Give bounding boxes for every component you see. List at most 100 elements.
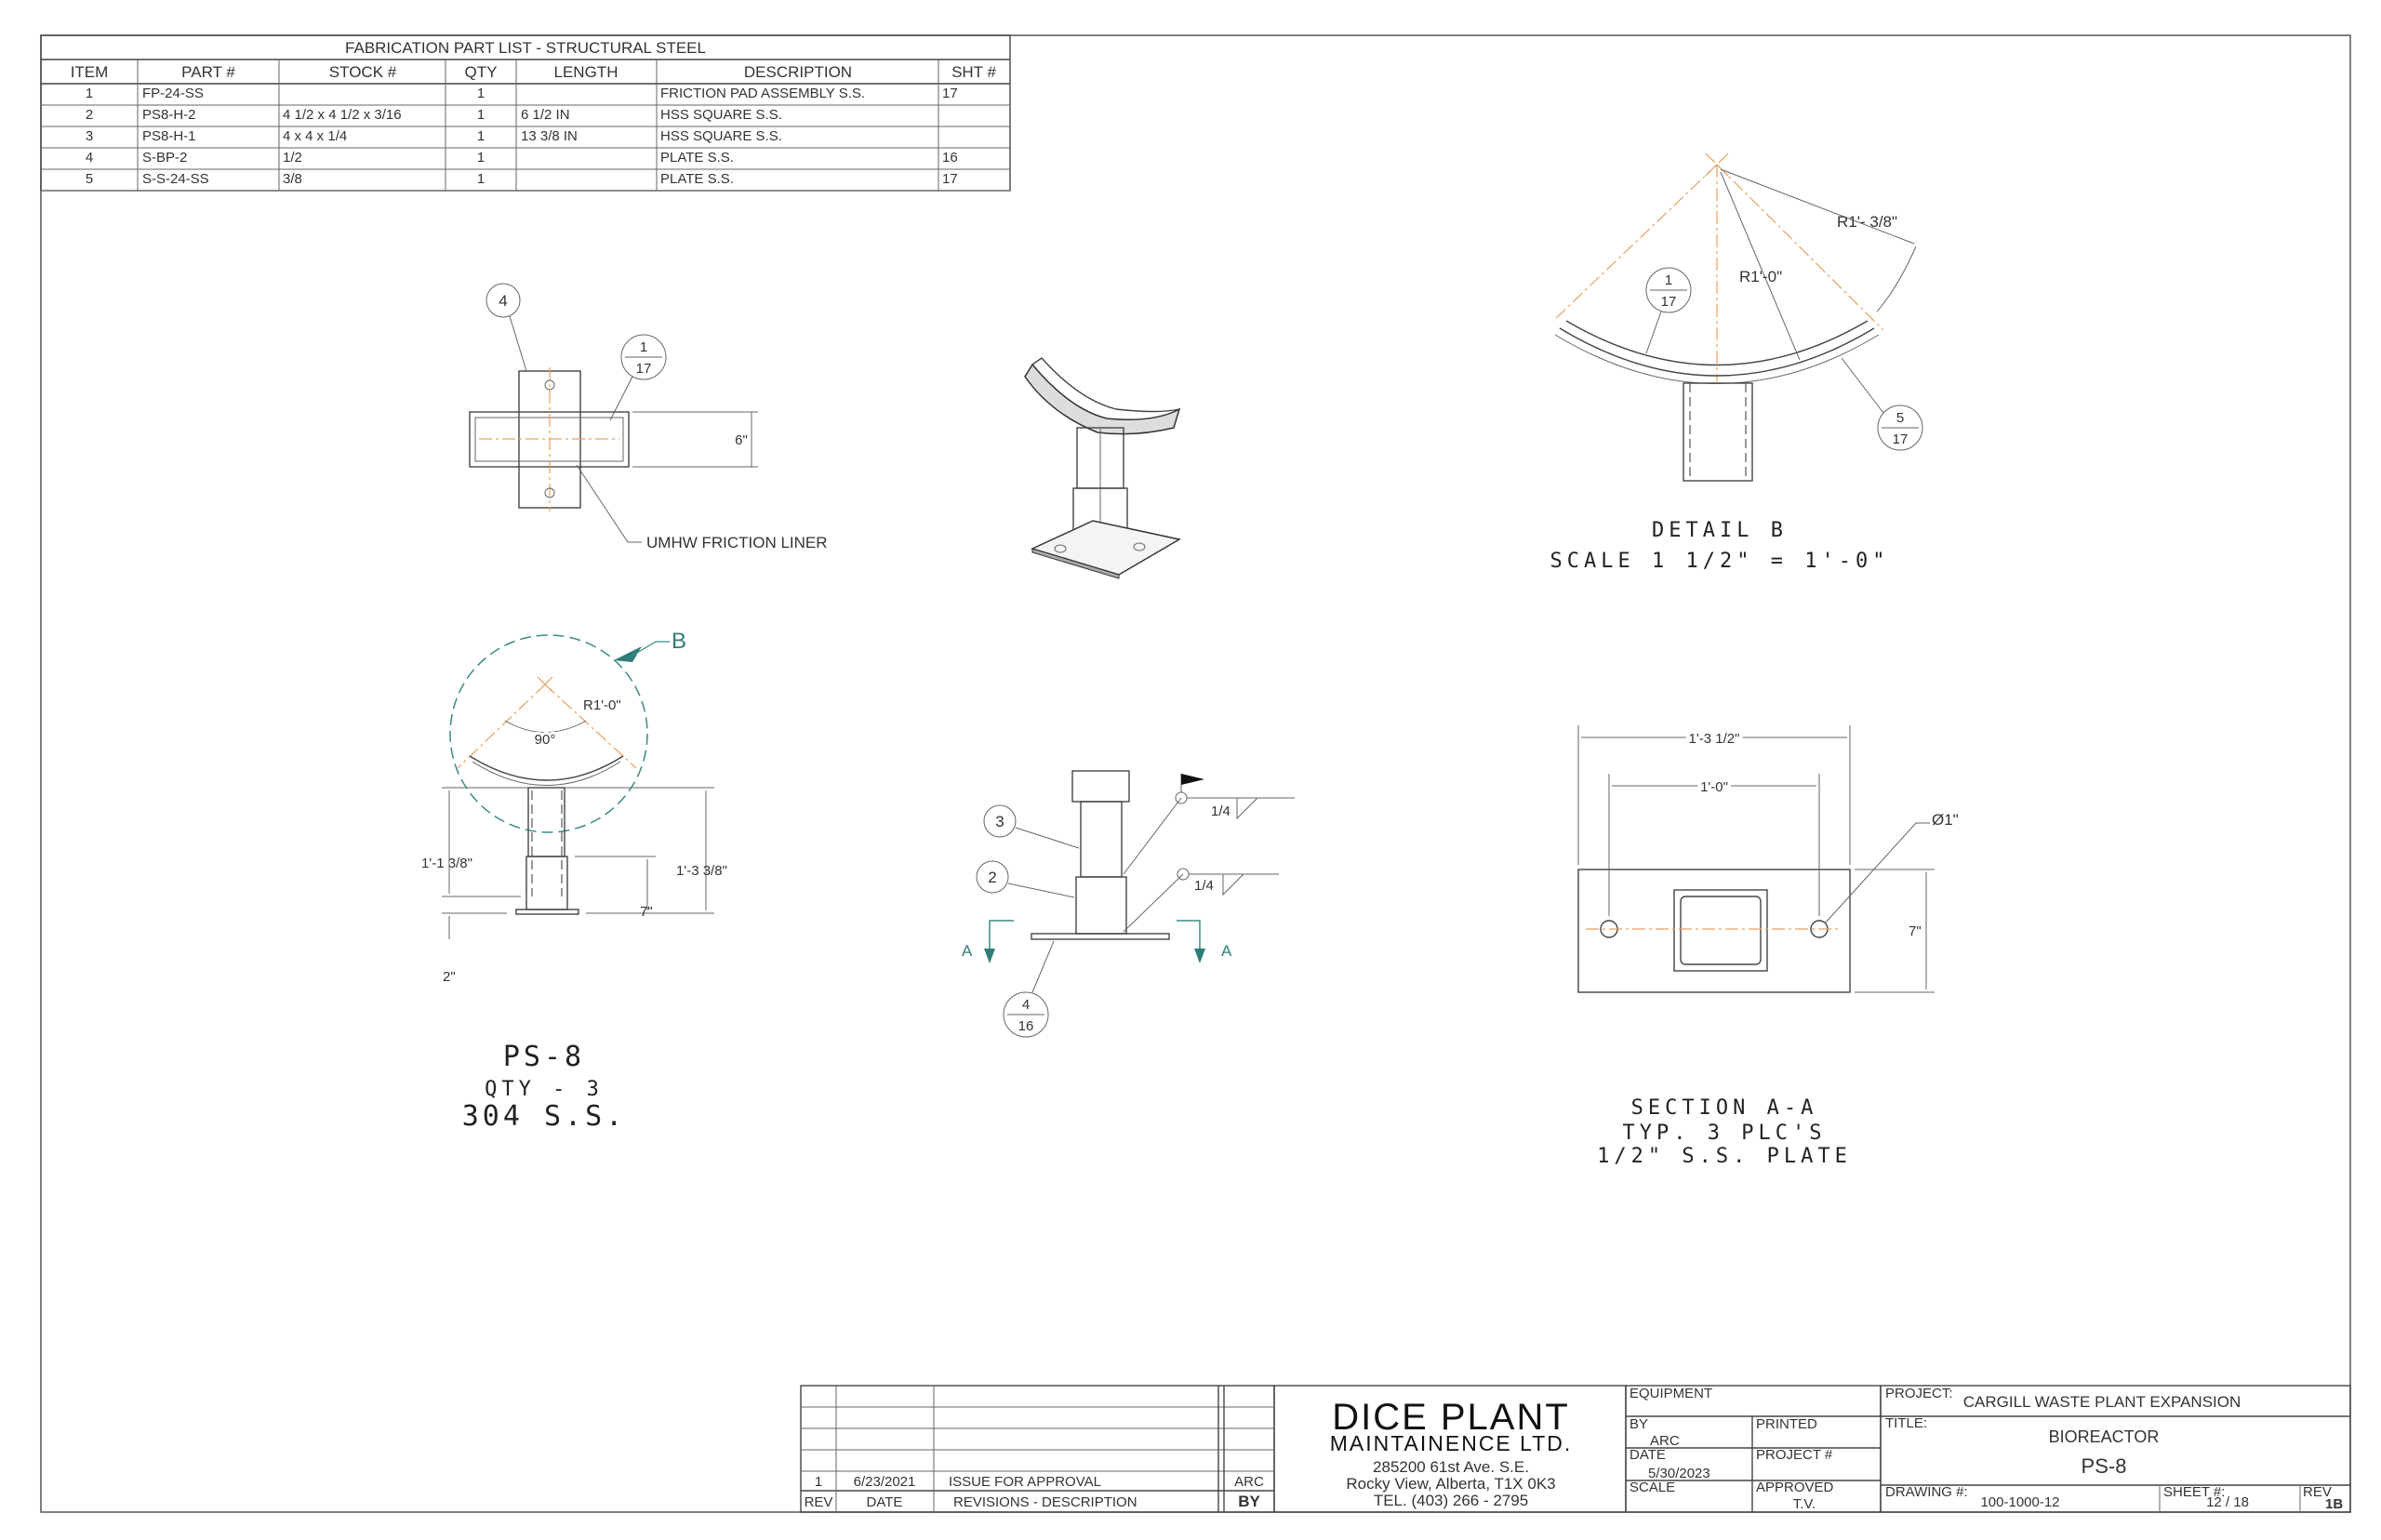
svg-text:1'-3 1/2": 1'-3 1/2" [1689, 731, 1740, 747]
table-cell: FP-24-SS [142, 86, 204, 101]
svg-text:SHEET #:: SHEET #: [2163, 1484, 2225, 1500]
table-cell: 13 3/8 IN [521, 128, 578, 144]
table-cell: HSS SQUARE S.S. [660, 107, 782, 123]
section-aa-view: 1'-3 1/2" 1'-0" Ø1" 7" SECTION A-A TYP. … [1577, 725, 1959, 1168]
company-block: DICE PLANT MAINTAINENCE LTD. 285200 61st… [1273, 1385, 1627, 1513]
svg-text:6/23/2021: 6/23/2021 [854, 1474, 916, 1490]
svg-text:5/30/2023: 5/30/2023 [1648, 1466, 1710, 1481]
table-cell: 4 1/2 x 4 1/2 x 3/16 [283, 107, 402, 123]
svg-text:DATE: DATE [867, 1494, 903, 1510]
table-cell: 4 [86, 150, 93, 166]
svg-text:1B: 1B [2325, 1496, 2343, 1512]
svg-text:17: 17 [1661, 294, 1677, 310]
svg-text:1'-3 3/8": 1'-3 3/8" [676, 863, 727, 879]
table-cell: 5 [86, 171, 93, 187]
svg-text:1: 1 [640, 339, 647, 355]
svg-text:100-1000-12: 100-1000-12 [1980, 1494, 2059, 1510]
svg-text:PROJECT:: PROJECT: [1885, 1386, 1953, 1401]
part-material: 304 S.S. [462, 1100, 627, 1133]
table-cell: 1 [86, 86, 93, 101]
table-cell: 1 [477, 150, 485, 166]
table-cell: 1 [477, 128, 485, 144]
drawing-title: BIOREACTOR [2049, 1427, 2160, 1446]
table-cell: PS8-H-1 [142, 128, 196, 144]
svg-text:SCALE: SCALE [1629, 1480, 1675, 1495]
svg-text:DRAWING #:: DRAWING #: [1885, 1484, 1968, 1500]
svg-text:285200 61st Ave. S.E.: 285200 61st Ave. S.E. [1373, 1458, 1529, 1476]
table-header: LENGTH [554, 63, 619, 81]
svg-text:TEL. (403) 266 - 2795: TEL. (403) 266 - 2795 [1374, 1492, 1528, 1509]
svg-text:ARC: ARC [1234, 1474, 1264, 1490]
svg-text:1/4: 1/4 [1211, 803, 1230, 819]
table-cell: PLATE S.S. [660, 150, 734, 166]
table-cell: 1 [477, 171, 485, 187]
svg-text:R1'-0": R1'-0" [583, 697, 621, 713]
svg-text:A: A [962, 942, 973, 960]
svg-text:R1'-0": R1'-0" [1739, 268, 1782, 285]
svg-text:1: 1 [815, 1474, 822, 1490]
table-cell: 17 [942, 86, 958, 101]
svg-text:Ø1": Ø1" [1932, 811, 1959, 829]
svg-text:BY: BY [1238, 1493, 1260, 1510]
svg-text:A: A [1221, 942, 1232, 960]
part-title: PS-8 [503, 1041, 585, 1073]
isometric-view [1024, 357, 1182, 579]
svg-text:5: 5 [1896, 410, 1904, 426]
svg-text:Rocky View, Alberta, T1X 0K3: Rocky View, Alberta, T1X 0K3 [1346, 1475, 1555, 1493]
parts-list-table: FABRICATION PART LIST - STRUCTURAL STEEL… [40, 34, 1011, 192]
svg-text:EQUIPMENT: EQUIPMENT [1629, 1386, 1712, 1401]
elevation-view: B R1'-0" 90° 1'-1 3/8" 1'-3 3/8" 7" 2" P… [421, 629, 727, 1133]
svg-text:3: 3 [995, 813, 1004, 830]
svg-text:17: 17 [636, 361, 652, 377]
svg-text:TYP. 3 PLC'S: TYP. 3 PLC'S [1623, 1122, 1827, 1145]
svg-text:1/2" S.S. PLATE: 1/2" S.S. PLATE [1597, 1145, 1852, 1168]
svg-text:1/4: 1/4 [1194, 878, 1214, 894]
table-cell: PLATE S.S. [660, 171, 734, 187]
table-cell: 3/8 [283, 171, 302, 187]
project-block: PROJECT: CARGILL WASTE PLANT EXPANSION T… [1880, 1385, 2351, 1513]
svg-text:PRINTED: PRINTED [1756, 1416, 1817, 1432]
table-header: PART # [181, 63, 235, 81]
svg-text:12 / 18: 12 / 18 [2206, 1494, 2249, 1510]
table-cell: S-S-24-SS [142, 171, 209, 187]
svg-text:REV: REV [2303, 1484, 2332, 1500]
svg-text:1: 1 [1665, 272, 1672, 288]
parts-list-title: FABRICATION PART LIST - STRUCTURAL STEEL [345, 39, 706, 57]
svg-text:REVISIONS - DESCRIPTION: REVISIONS - DESCRIPTION [953, 1494, 1137, 1510]
svg-text:PROJECT #: PROJECT # [1756, 1447, 1833, 1463]
svg-text:4: 4 [1022, 997, 1030, 1013]
table-header: ITEM [71, 63, 109, 81]
svg-text:90°: 90° [535, 732, 556, 748]
table-header: STOCK # [329, 63, 397, 81]
revision-table: 1 6/23/2021 ISSUE FOR APPROVAL ARC REV D… [800, 1385, 1275, 1513]
svg-text:16: 16 [1018, 1018, 1034, 1034]
table-cell: PS8-H-2 [142, 107, 196, 123]
table-header: SHT # [951, 63, 996, 81]
svg-text:TITLE:: TITLE: [1885, 1415, 1927, 1431]
svg-text:1'-0": 1'-0" [1700, 779, 1728, 795]
svg-text:PS-8: PS-8 [2082, 1454, 2127, 1478]
weld-view: 3 2 4 16 1/4 1/4 A A [962, 770, 1295, 1038]
detail-bubble [620, 334, 667, 380]
info-block: EQUIPMENT BY ARC PRINTED DATE 5/30/2023 … [1625, 1385, 1882, 1513]
svg-text:REV: REV [805, 1494, 833, 1510]
svg-text:2": 2" [443, 969, 456, 985]
section-title: SECTION A-A [1631, 1096, 1818, 1120]
detail-b-scale: SCALE 1 1/2" = 1'-0" [1550, 550, 1890, 573]
table-cell: 1 [477, 107, 485, 123]
table-cell: FRICTION PAD ASSEMBLY S.S. [660, 86, 865, 101]
project-name: CARGILL WASTE PLANT EXPANSION [1963, 1393, 2241, 1411]
svg-text:7": 7" [1909, 923, 1922, 939]
svg-text:DATE: DATE [1629, 1447, 1666, 1463]
svg-text:MAINTAINENCE LTD.: MAINTAINENCE LTD. [1330, 1431, 1573, 1455]
svg-text:R1'- 3/8": R1'- 3/8" [1837, 213, 1897, 231]
svg-text:1'-1 3/8": 1'-1 3/8" [421, 856, 472, 871]
svg-text:6": 6" [735, 432, 748, 448]
table-cell: HSS SQUARE S.S. [660, 128, 782, 144]
table-cell: 2 [86, 107, 93, 123]
detail-b-title: DETAIL B [1652, 519, 1788, 542]
sheet-border [40, 34, 2351, 1513]
svg-text:4: 4 [499, 292, 507, 310]
svg-text:17: 17 [1893, 431, 1909, 447]
table-cell: 17 [942, 171, 958, 187]
